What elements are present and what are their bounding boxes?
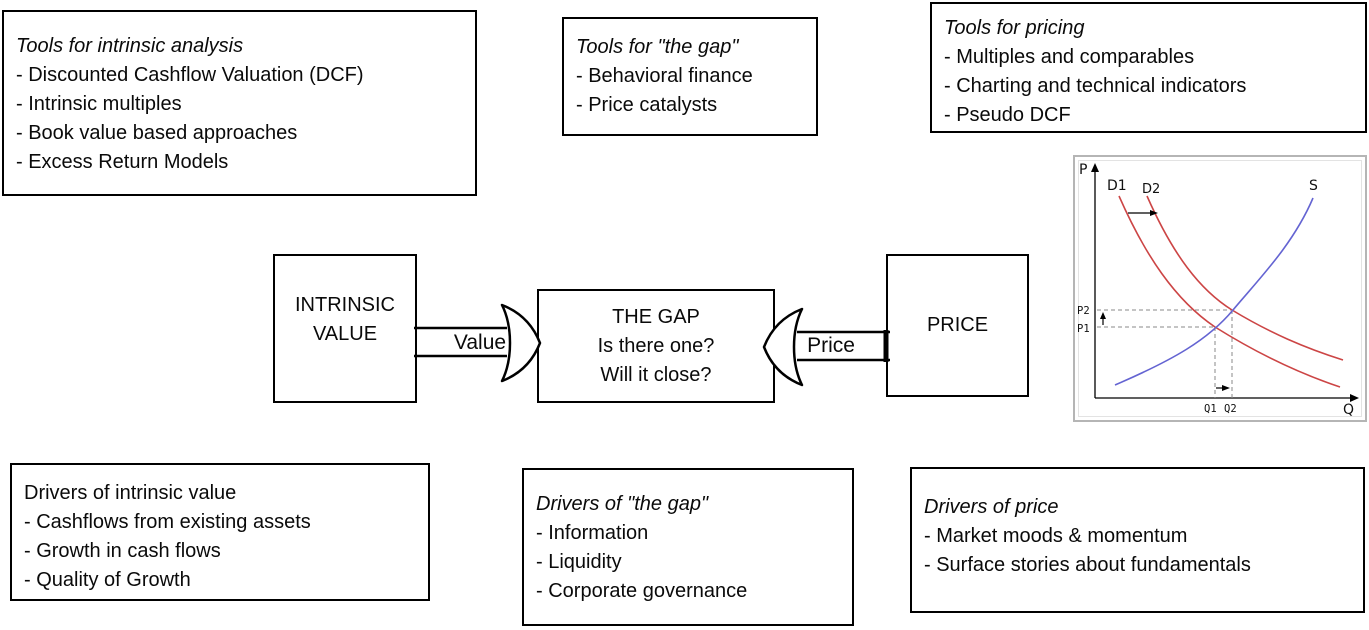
box-item: - Behavioral finance xyxy=(576,65,753,87)
box-item: - Corporate governance xyxy=(536,580,748,602)
supply-demand-plot: P Q D1 D2 S P2 P1 Q1 Q2 xyxy=(1077,162,1359,418)
gap-line1: THE GAP xyxy=(612,305,700,328)
box-title: Drivers of price xyxy=(924,496,1059,518)
box-item: - Surface stories about fundamentals xyxy=(924,554,1251,576)
drivers-gap-box: Drivers of "the gap" - Information - Liq… xyxy=(522,468,854,626)
box-title: Tools for intrinsic analysis xyxy=(16,35,244,57)
drivers-intrinsic-value-box: Drivers of intrinsic value - Cashflows f… xyxy=(10,463,430,601)
box-item: - Growth in cash flows xyxy=(24,540,221,562)
box-item: - Excess Return Models xyxy=(16,151,229,173)
tools-intrinsic-analysis-box: Tools for intrinsic analysis - Discounte… xyxy=(2,10,477,196)
gap-line3: Will it close? xyxy=(600,363,712,386)
price-node: PRICE xyxy=(886,254,1029,397)
gap-line2: Is there one? xyxy=(597,334,715,357)
s-curve-label: S xyxy=(1309,178,1318,194)
intrinsic-value-line2: VALUE xyxy=(312,322,378,345)
box-item: - Market moods & momentum xyxy=(924,525,1188,547)
q1-level-label: Q1 xyxy=(1204,403,1217,415)
price-node-label: PRICE xyxy=(926,314,989,336)
box-item: - Intrinsic multiples xyxy=(16,93,182,115)
box-item: - Book value based approaches xyxy=(16,122,298,144)
box-title: Drivers of intrinsic value xyxy=(24,482,237,504)
price-delta-arrowhead-icon xyxy=(1100,312,1106,319)
supply-curve-s xyxy=(1114,197,1314,386)
demand-curve-d2 xyxy=(1146,195,1344,361)
p-axis-arrow-icon xyxy=(1091,163,1099,172)
box-item: - Multiples and comparables xyxy=(944,46,1195,68)
box-item: - Information xyxy=(536,522,649,544)
value-arrow xyxy=(414,303,542,383)
box-title: Drivers of "the gap" xyxy=(536,493,709,515)
the-gap-node: THE GAP Is there one? Will it close? xyxy=(537,289,775,403)
p-axis-label: P xyxy=(1079,162,1087,178)
q-axis-arrow-icon xyxy=(1350,394,1359,402)
p2-level-label: P2 xyxy=(1077,305,1090,317)
box-item: - Charting and technical indicators xyxy=(944,75,1247,97)
box-item: - Pseudo DCF xyxy=(944,104,1071,126)
intrinsic-value-line1: INTRINSIC xyxy=(295,293,395,316)
chart-inner-frame xyxy=(1078,160,1362,417)
supply-demand-chart: P Q D1 D2 S P2 P1 Q1 Q2 xyxy=(1073,155,1367,422)
quantity-delta-arrowhead-icon xyxy=(1222,385,1230,391)
price-arrow-label: Price xyxy=(807,334,855,357)
box-item: - Quality of Growth xyxy=(24,569,191,591)
price-arrow xyxy=(762,307,890,387)
box-title: Tools for "the gap" xyxy=(576,36,739,58)
box-item: - Cashflows from existing assets xyxy=(24,511,311,533)
intrinsic-value-node: INTRINSIC VALUE xyxy=(273,254,417,403)
box-title: Tools for pricing xyxy=(944,17,1085,39)
drivers-price-box: Drivers of price - Market moods & moment… xyxy=(910,467,1365,613)
value-arrow-label: Value xyxy=(453,331,507,354)
demand-shift-arrowhead-icon xyxy=(1150,210,1158,216)
price-arrowhead xyxy=(762,307,804,387)
q-axis-label: Q xyxy=(1343,402,1354,418)
tools-gap-box: Tools for "the gap" - Behavioral finance… xyxy=(562,17,818,136)
box-item: - Price catalysts xyxy=(576,94,718,116)
box-item: - Discounted Cashflow Valuation (DCF) xyxy=(16,64,364,86)
box-item: - Liquidity xyxy=(536,551,622,573)
value-arrowhead xyxy=(500,303,542,383)
q2-level-label: Q2 xyxy=(1224,403,1237,415)
d1-curve-label: D1 xyxy=(1107,178,1127,194)
d2-curve-label: D2 xyxy=(1142,182,1160,197)
tools-pricing-box: Tools for pricing - Multiples and compar… xyxy=(930,2,1367,133)
demand-curve-d1 xyxy=(1118,195,1341,388)
p1-level-label: P1 xyxy=(1077,323,1090,335)
